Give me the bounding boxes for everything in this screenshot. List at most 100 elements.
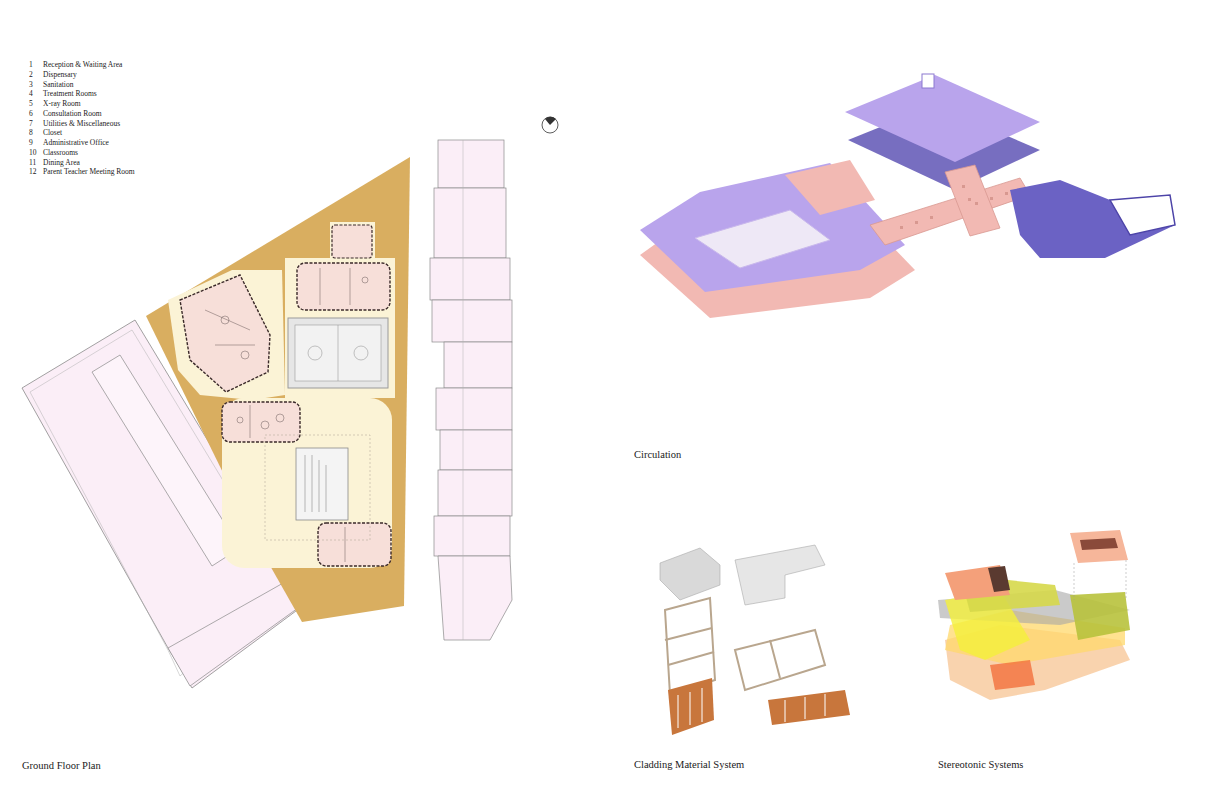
site-plan-shape xyxy=(222,402,300,442)
site-plan-shape xyxy=(354,346,368,360)
site-plan-shape xyxy=(332,225,372,258)
site-plan-shape-shape xyxy=(250,405,251,438)
site-plan-shape-shape xyxy=(319,460,320,512)
cladding-exploded-axonometric-shape-shape xyxy=(805,697,806,719)
callout-number: 1 xyxy=(29,60,33,69)
site-plan xyxy=(22,117,558,688)
cladding-exploded-axonometric-shape-shape xyxy=(735,630,825,690)
cladding-exploded-axonometric-shape-shape xyxy=(665,628,712,640)
circulation-axonometric-shape-shape xyxy=(930,216,933,219)
room-type-label: Classrooms xyxy=(43,148,78,157)
cladding-exploded-axonometric-shape xyxy=(660,548,720,600)
site-plan-shape xyxy=(285,258,395,398)
site-plan-shape-shape xyxy=(326,465,327,512)
circulation-axonometric-shape xyxy=(870,178,1030,245)
room-type-label: X-ray Room xyxy=(43,99,81,108)
site-plan-shape xyxy=(542,117,558,133)
site-plan-shape-shape xyxy=(241,351,249,359)
site-plan-shape-shape xyxy=(345,527,346,562)
stereotonic-exploded-axonometric-shape xyxy=(1070,530,1128,563)
site-plan-shape-shape xyxy=(434,188,506,258)
site-plan-shape xyxy=(430,140,512,640)
site-plan-shape-shape xyxy=(438,140,504,188)
callout-number: 12 xyxy=(29,167,37,176)
stereotonic-exploded-axonometric-shape xyxy=(1080,538,1118,550)
site-plan-shape-shape xyxy=(434,516,510,556)
site-plan-shape xyxy=(330,222,375,262)
circulation-axonometric-shape xyxy=(1010,180,1175,258)
site-plan-shape xyxy=(296,448,348,520)
diagram-caption: Circulation xyxy=(634,448,681,461)
diagram-caption: Ground Floor Plan xyxy=(22,759,101,772)
site-plan-shape xyxy=(168,582,298,686)
room-type-label: Dining Area xyxy=(43,158,80,167)
circulation-axonometric-shape xyxy=(945,165,1000,236)
room-type-label: Utilities & Miscellaneous xyxy=(43,119,120,128)
site-plan-shape-shape xyxy=(350,268,351,305)
circulation-axonometric-shape xyxy=(785,160,875,215)
cladding-exploded-axonometric xyxy=(660,545,850,735)
site-plan-shape-shape xyxy=(221,316,229,324)
site-plan-shape-shape xyxy=(276,414,284,422)
circulation-axonometric-shape xyxy=(900,185,1008,229)
site-plan-shape xyxy=(318,523,391,566)
site-plan-shape-shape xyxy=(444,342,512,388)
cladding-exploded-axonometric-shape-shape xyxy=(785,700,786,722)
circulation-axonometric-shape xyxy=(922,74,934,88)
cladding-exploded-axonometric-shape xyxy=(665,598,825,695)
site-plan-shape-shape xyxy=(436,388,512,430)
circulation-axonometric-shape-shape xyxy=(915,221,918,224)
site-plan-shape-shape xyxy=(362,277,368,283)
site-plan-shape xyxy=(288,318,388,388)
site-plan-shape-shape xyxy=(205,310,250,330)
cladding-exploded-axonometric-shape-shape xyxy=(825,694,826,716)
site-plan-shape xyxy=(168,270,285,400)
callout-number: 9 xyxy=(29,138,33,147)
room-type-label: Dispensary xyxy=(43,70,77,79)
callout-number: 4 xyxy=(29,89,33,98)
room-type-label: Sanitation xyxy=(43,80,73,89)
stereotonic-exploded-axonometric-shape-shape xyxy=(1126,560,1127,600)
stereotonic-exploded-axonometric-shape xyxy=(1074,560,1126,600)
site-plan-shape-shape xyxy=(430,258,510,300)
circulation-axonometric-shape-shape xyxy=(962,185,965,188)
site-plan-shape xyxy=(305,455,326,512)
room-type-label: Closet xyxy=(43,128,62,137)
callout-number: 5 xyxy=(29,99,33,108)
callout-number: 6 xyxy=(29,109,33,118)
cladding-exploded-axonometric-shape-shape xyxy=(668,652,714,665)
circulation-axonometric-shape xyxy=(695,210,830,268)
circulation-axonometric-shape-shape xyxy=(900,226,903,229)
site-plan-shape xyxy=(205,268,368,562)
cladding-exploded-axonometric-shape xyxy=(668,678,714,735)
site-plan-shape-shape xyxy=(215,345,255,346)
callout-number: 2 xyxy=(29,70,33,79)
callout-number: 7 xyxy=(29,119,33,128)
stereotonic-exploded-axonometric-shape xyxy=(990,660,1035,690)
site-plan-shape xyxy=(222,398,392,568)
cladding-exploded-axonometric-shape-shape xyxy=(702,688,703,722)
site-plan-shape-shape xyxy=(312,455,313,512)
site-plan-shape-shape xyxy=(438,470,512,516)
circulation-axonometric-shape-shape xyxy=(975,202,978,205)
site-plan-shape xyxy=(338,325,339,381)
circulation-axonometric xyxy=(640,74,1175,318)
callout-number: 11 xyxy=(29,158,36,167)
circulation-axonometric-shape-shape xyxy=(1005,192,1008,195)
callout-number: 8 xyxy=(29,128,33,137)
site-plan-shape xyxy=(308,346,322,360)
site-plan-shape xyxy=(265,435,370,540)
circulation-axonometric-shape xyxy=(1110,195,1175,235)
cladding-exploded-axonometric-shape xyxy=(735,545,825,605)
site-plan-shape xyxy=(463,140,464,640)
room-type-label: Parent Teacher Meeting Room xyxy=(43,167,135,176)
callout-number: 3 xyxy=(29,80,33,89)
site-plan-shape-shape xyxy=(440,430,512,470)
site-plan-shape-shape xyxy=(237,417,243,423)
site-plan-shape-shape xyxy=(320,268,321,305)
room-type-label: Administrative Office xyxy=(43,138,109,147)
stereotonic-exploded-axonometric xyxy=(938,530,1130,700)
